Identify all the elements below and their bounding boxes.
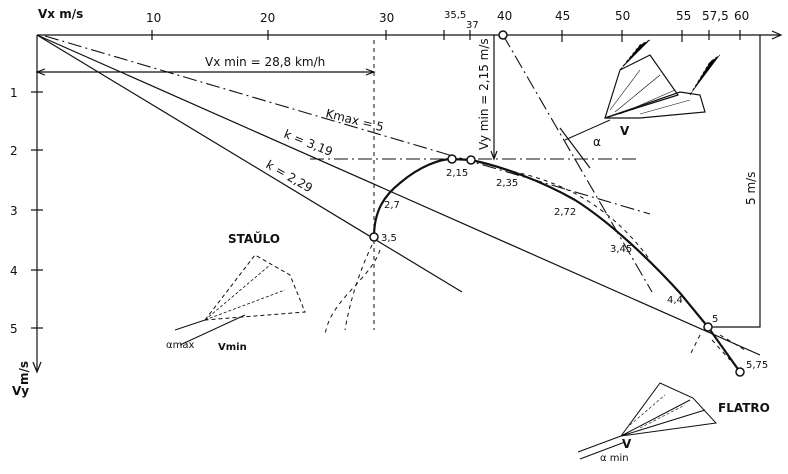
axis-point-40: [498, 30, 508, 40]
point-label: 2,7: [384, 200, 400, 211]
polar-point: [735, 367, 745, 377]
five-ms-arrow: [708, 35, 761, 328]
alpha-marker: [559, 127, 591, 169]
polar-point: [703, 322, 713, 332]
x-tick-label: 40: [497, 9, 512, 23]
polar-point: [369, 232, 379, 242]
y-axis-arrow-icon: [32, 361, 42, 374]
x-tick-label: 10: [146, 11, 161, 25]
angle-reference-line: [502, 34, 653, 293]
point-labels: 3,5 2,7 2,15 2,35 2,72 3,45 4,4 5 5,75: [381, 168, 768, 371]
polar-curve: [372, 157, 741, 373]
x-tick-label: 57,5: [702, 9, 729, 23]
kite-flutter-sketch: FLATRO V α min: [577, 382, 770, 464]
x-tick-label: 35,5: [444, 10, 466, 21]
stall-label: STAŬLO: [228, 231, 280, 246]
k-3-19-label: k = 3,19: [282, 127, 335, 159]
stall-scatter: [324, 244, 381, 336]
arrowhead-icon: [35, 68, 376, 76]
y-tick-label: 3: [10, 204, 18, 218]
x-tick-label: 20: [260, 11, 275, 25]
k-2-29-line: [36, 34, 463, 293]
x-axis-label: Vx m/s: [38, 7, 83, 21]
five-ms-label: 5 m/s: [744, 172, 758, 205]
x-tick-label: 37: [466, 20, 479, 31]
velocity-label: V: [620, 124, 630, 138]
kite-normal-sketch: V α: [564, 39, 721, 149]
polar-point: [466, 155, 476, 165]
polar-point: [447, 154, 457, 164]
y-tick-label: 5: [10, 322, 18, 336]
y-tick-label: 1: [10, 86, 18, 100]
arrowhead-icon: [490, 150, 498, 161]
alpha-min-label: α min: [600, 453, 629, 464]
y-tick-label: 2: [10, 144, 18, 158]
flutter-label: FLATRO: [718, 401, 770, 415]
x-tick-label: 55: [676, 9, 691, 23]
y-tick-label: 4: [10, 264, 18, 278]
k-max-line: [44, 35, 651, 215]
kite-stall-sketch: STAŬLO αmax Vmin: [166, 231, 306, 353]
point-label: 4,4: [667, 295, 683, 306]
point-label: 2,72: [554, 207, 576, 218]
point-label: 2,15: [446, 168, 468, 179]
flutter-scatter: [689, 334, 746, 361]
point-label: 5: [712, 314, 718, 325]
y-axis-label: Vy: [12, 384, 29, 398]
v-min-label: Vmin: [218, 342, 247, 353]
x-tick-label: 60: [734, 9, 749, 23]
x-ticks: 10 20 30 35,5 37 40 45 50 55 57,5 60: [146, 9, 749, 42]
y-ticks: 1 2 3 4 5: [10, 86, 43, 336]
point-label: 3,45: [610, 244, 632, 255]
x-tick-label: 50: [615, 9, 630, 23]
x-tick-label: 30: [379, 11, 394, 25]
x-tick-label: 45: [555, 9, 570, 23]
y-axis-unit: m/s: [17, 361, 31, 385]
k-max-label: Kmax = 5: [324, 106, 385, 134]
point-label: 3,5: [381, 233, 397, 244]
alternate-polar-curve: [504, 169, 651, 261]
point-label: 2,35: [496, 178, 518, 189]
velocity-label-flutter: V: [622, 437, 632, 451]
vx-min-label: Vx min = 28,8 km/h: [205, 55, 325, 69]
k-3-19-line: [36, 34, 761, 356]
vy-min-label: Vy min = 2,15 m/s: [477, 38, 491, 150]
x-axis-arrow-icon: [771, 30, 783, 40]
alpha-max-label: αmax: [166, 340, 194, 351]
point-label: 5,75: [746, 360, 768, 371]
alpha-label: α: [593, 135, 601, 149]
